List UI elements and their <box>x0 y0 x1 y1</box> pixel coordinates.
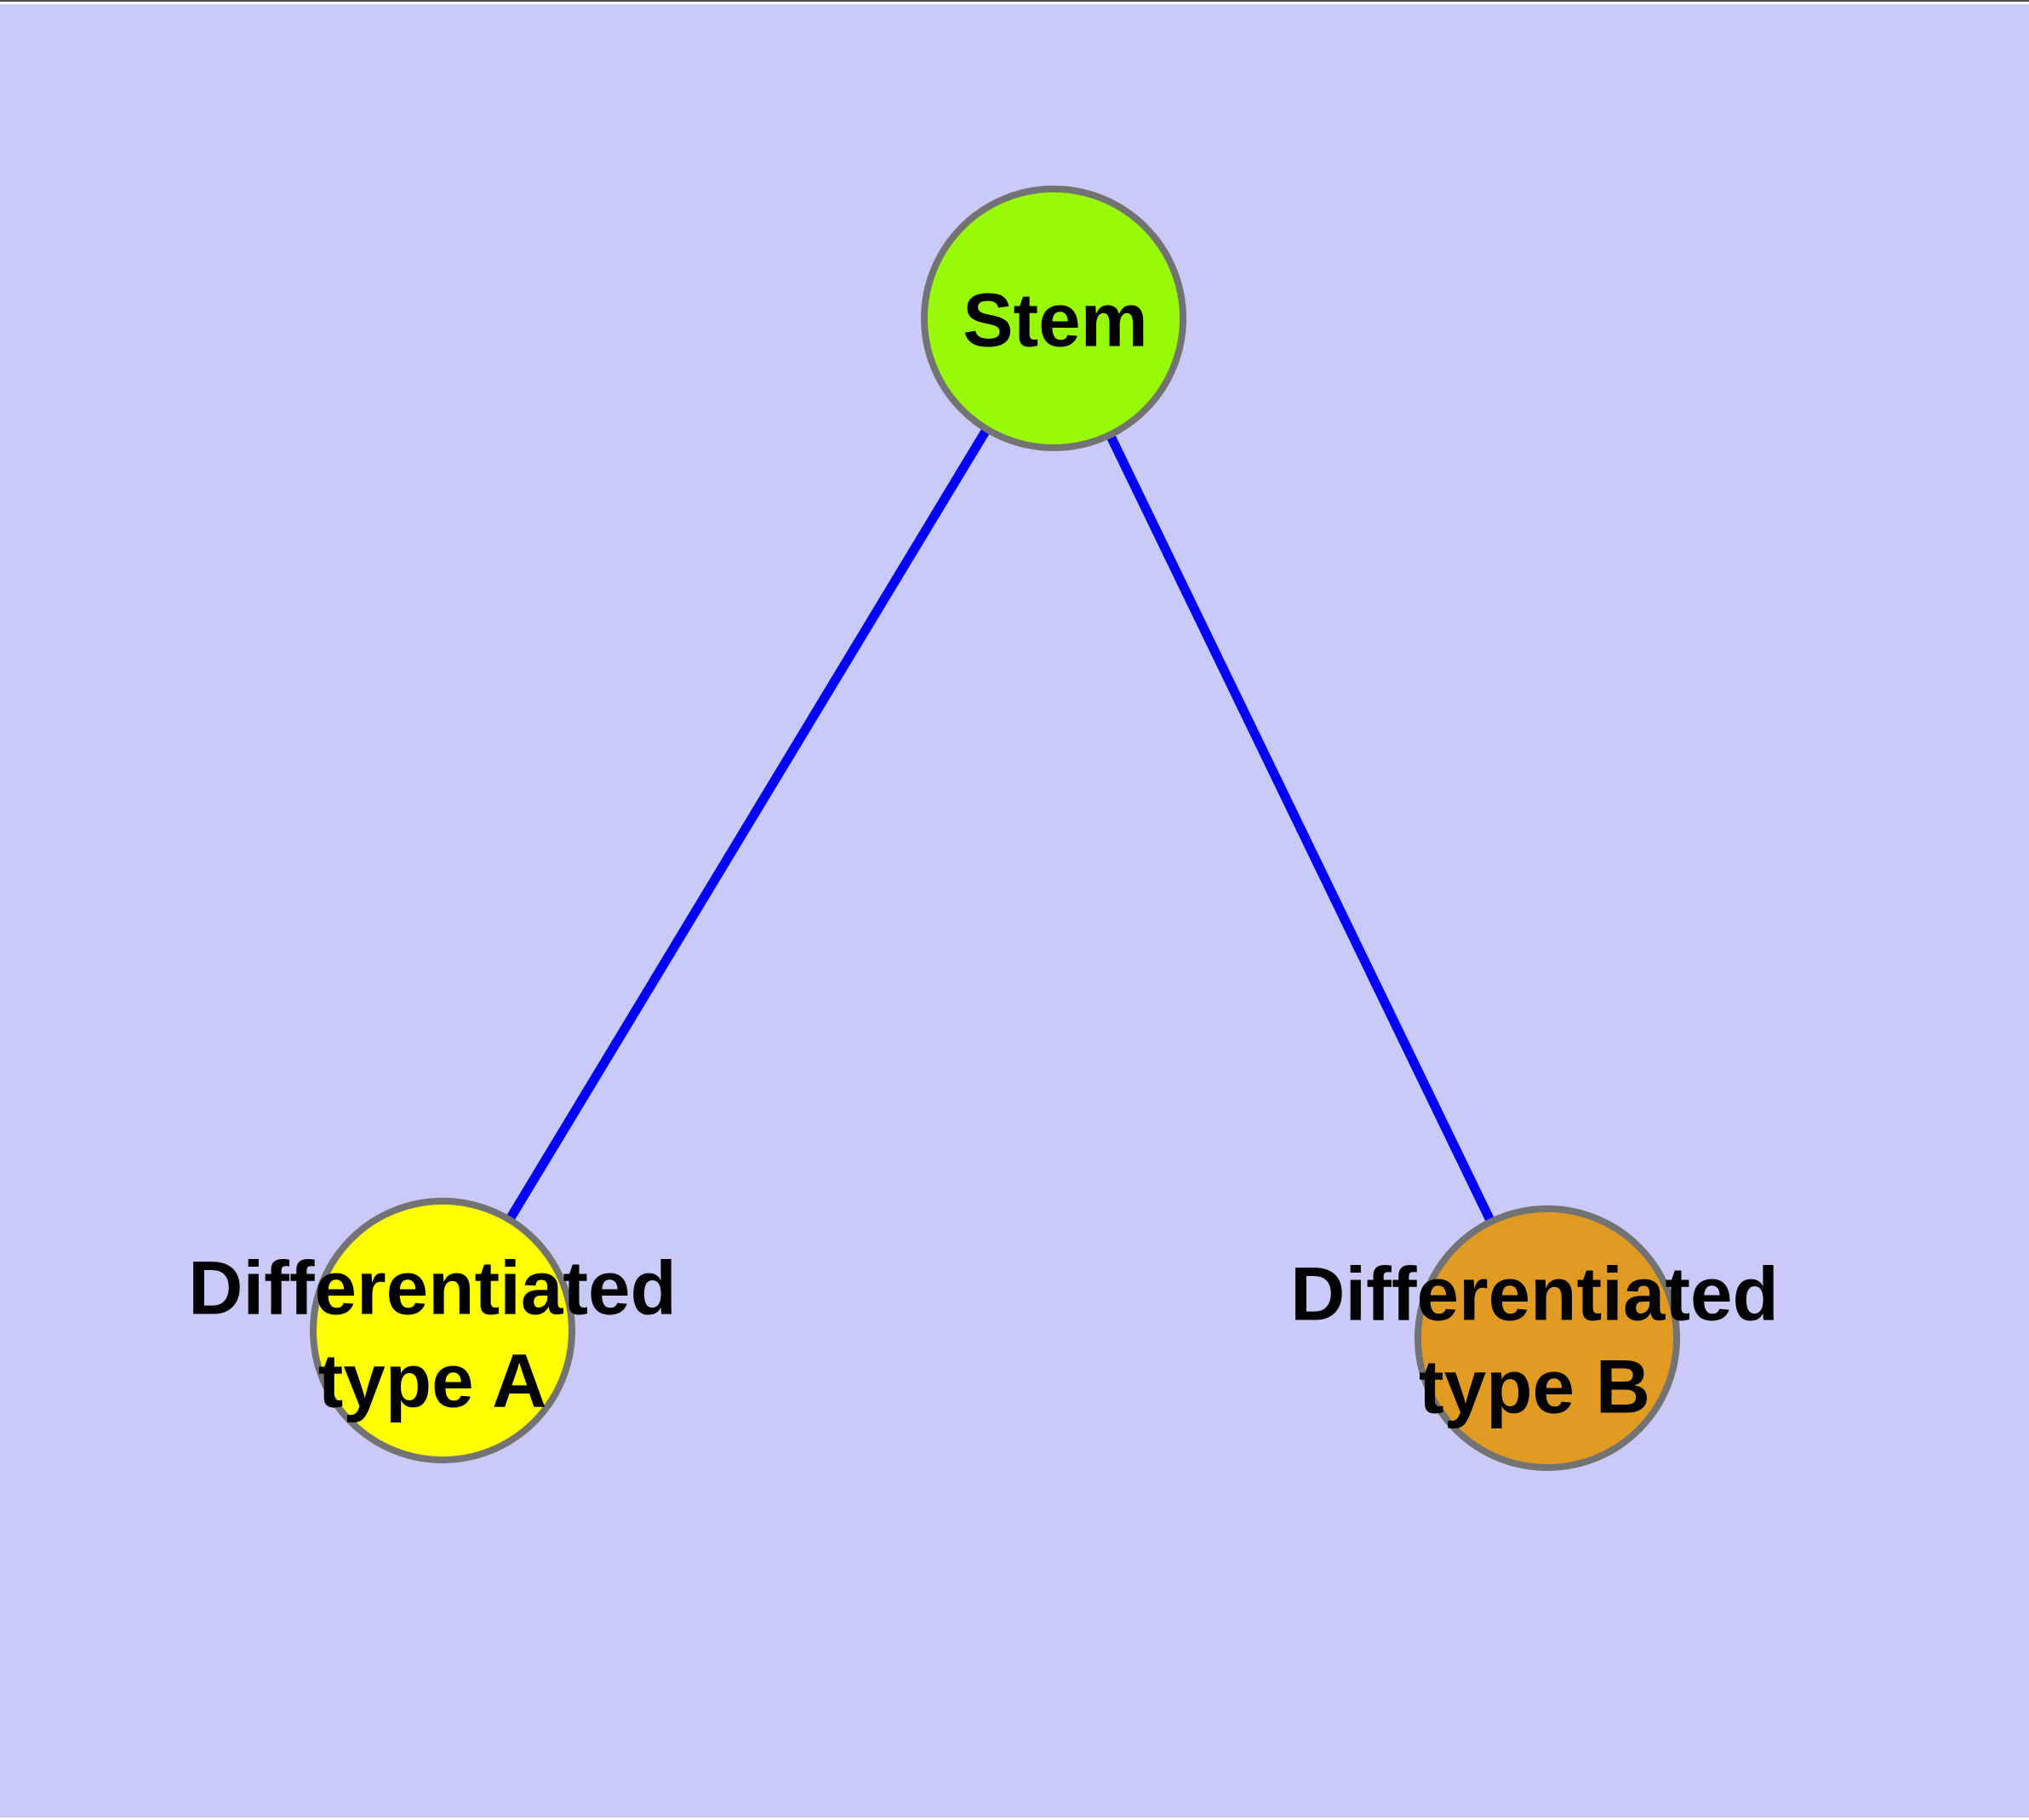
top-edge-line <box>0 0 2029 2</box>
edge-stem-to-type-a <box>438 316 1058 1333</box>
node-type-b-circle <box>1415 1205 1680 1471</box>
bottom-edge-highlight <box>0 1817 2029 1820</box>
node-type-a-label: Differentiated type A <box>188 1245 677 1422</box>
edge-stem-to-type-b <box>1049 316 1552 1341</box>
node-type-a-circle <box>310 1198 575 1463</box>
node-type-b-label: Differentiated type B <box>1290 1251 1779 1428</box>
node-stem-label: Stem <box>963 277 1148 363</box>
node-stem-circle <box>921 186 1186 451</box>
top-edge-highlight <box>0 2 2029 4</box>
